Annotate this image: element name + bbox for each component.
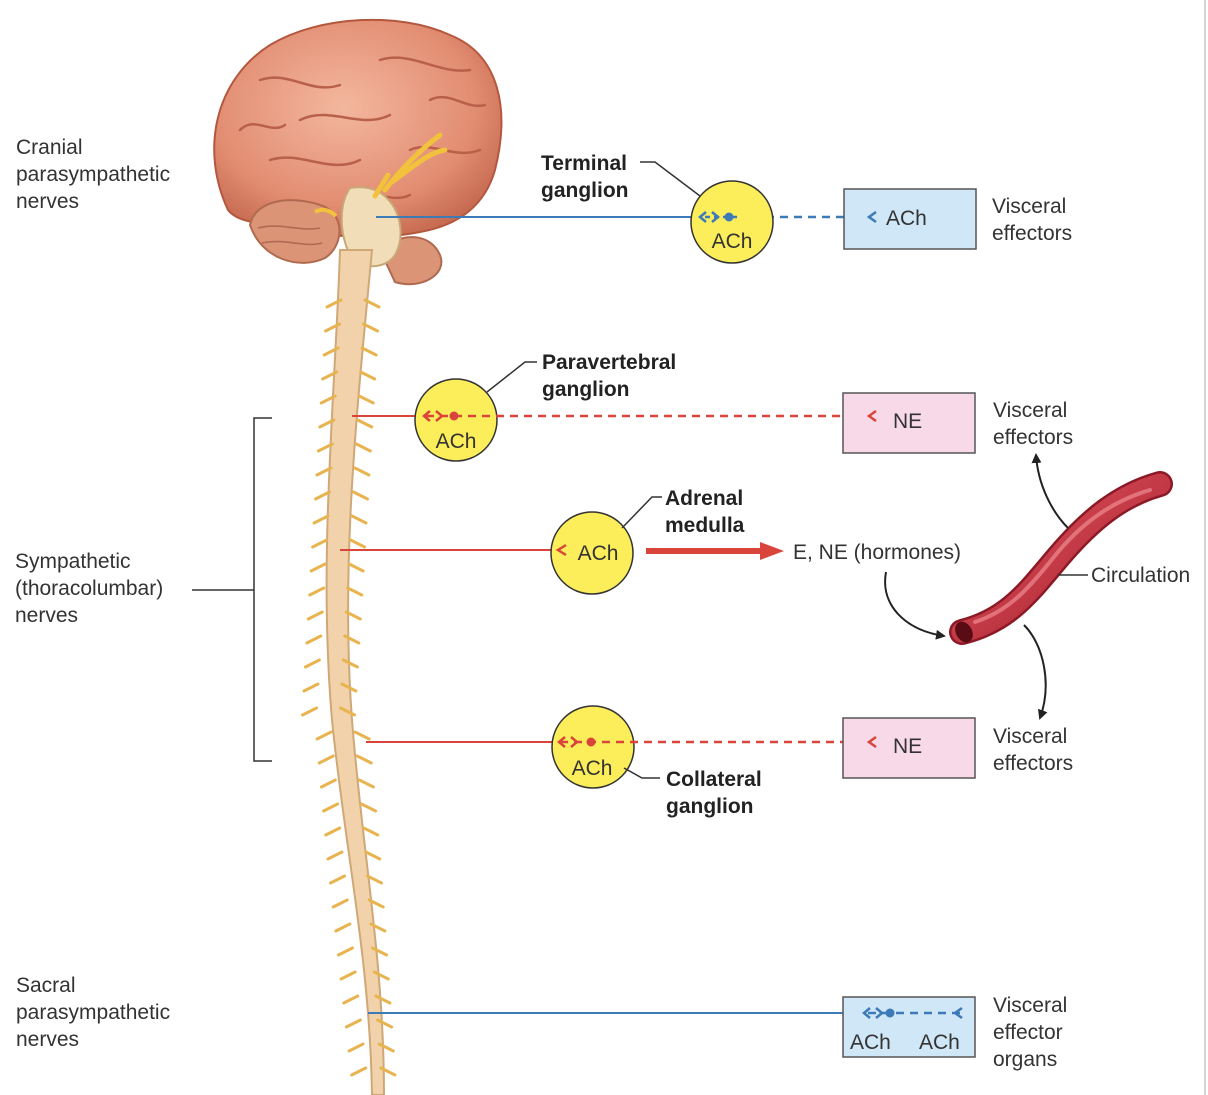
collateral-ganglion-label: Collateral ganglion	[666, 768, 762, 818]
spinal-nerve-root	[319, 778, 375, 789]
hormones-label: E, NE (hormones)	[793, 541, 962, 564]
collateral-ganglion-ach: ACh	[571, 757, 613, 780]
spinal-nerve-root	[318, 418, 374, 429]
right-edge-rule	[1204, 0, 1206, 1095]
sacral-preganglionic-ach: ACh	[850, 1031, 891, 1054]
spinal-nerve-root	[347, 1042, 395, 1053]
collateral-pathway	[366, 705, 976, 789]
blood-vessel	[949, 471, 1173, 645]
spinal-nerve-root	[329, 874, 384, 885]
adrenal-medulla-ach: ACh	[577, 542, 619, 565]
spinal-nerve-root	[334, 922, 387, 933]
visceral-effector-organs-label: Visceral effector organs	[993, 994, 1068, 1071]
adrenal-medulla-label: Adrenal medulla	[665, 487, 745, 537]
spinal-nerve-root	[344, 1018, 394, 1029]
cranial-pathway	[376, 161, 977, 264]
spinal-nerve-root	[317, 754, 373, 765]
spinal-nerve-root	[316, 442, 372, 453]
sacral-effector-box	[842, 996, 976, 1058]
adrenal-medulla-circle	[550, 511, 634, 595]
collateral-ganglion-circle	[551, 705, 635, 789]
spinal-nerve-root	[315, 466, 371, 477]
circulation-arrows	[884, 453, 1069, 720]
spinal-nerve-root	[339, 970, 390, 981]
spinal-nerve-root	[331, 898, 385, 909]
paravertebral-effector-box	[842, 392, 976, 454]
paravertebral-visceral-effectors-label: Visceral effectors	[993, 399, 1074, 449]
sacral-postganglionic-ach: ACh	[919, 1031, 960, 1054]
terminal-ganglion-label: Terminal ganglion	[541, 152, 629, 202]
collateral-effector-box	[842, 717, 976, 779]
spinal-nerve-root	[305, 634, 361, 645]
paravertebral-effector-ne: NE	[893, 410, 923, 433]
spinal-nerve-root	[326, 850, 382, 861]
paravertebral-pathway	[352, 361, 976, 462]
terminal-ganglion-circle	[690, 180, 774, 264]
spinal-nerve-root	[322, 802, 378, 813]
spinal-nerve-root	[325, 298, 381, 309]
cranial-effector-ach: ACh	[886, 207, 927, 230]
spinal-cord	[301, 249, 397, 1095]
spinal-nerve-root	[312, 514, 368, 525]
spinal-nerve-root	[322, 346, 378, 357]
spinal-nerve-root	[308, 586, 364, 597]
spinal-nerve-root	[309, 562, 365, 573]
spinal-nerve-root	[350, 1066, 397, 1077]
paravertebral-ganglion-ach: ACh	[435, 430, 477, 453]
terminal-ganglion-ach: ACh	[711, 230, 753, 253]
spinal-nerve-root	[336, 946, 389, 957]
spinal-nerve-root	[306, 610, 362, 621]
spinal-nerve-root	[302, 682, 358, 693]
spinal-nerve-root	[315, 730, 371, 741]
circulation-label: Circulation	[1091, 564, 1191, 587]
spinal-nerve-root	[324, 826, 380, 837]
spinal-nerve-root	[311, 538, 367, 549]
paravertebral-ganglion-label: Paravertebral ganglion	[542, 351, 677, 401]
spinal-nerve-root	[321, 370, 377, 381]
spinal-nerve-root	[303, 658, 359, 669]
spinal-nerve-root	[313, 490, 369, 501]
sacral-label: Sacral parasympathetic nerves	[16, 974, 171, 1051]
spinal-nerve-root	[319, 394, 375, 405]
spinal-nerve-root	[324, 322, 380, 333]
adrenal-pathway	[340, 496, 784, 595]
cranial-effector-box	[843, 188, 977, 250]
collateral-visceral-effectors-label: Visceral effectors	[993, 725, 1074, 775]
spinal-nerve-root	[301, 706, 357, 717]
brain	[213, 18, 503, 286]
sympathetic-bracket	[192, 417, 272, 762]
sacral-pathway	[368, 996, 976, 1058]
collateral-effector-ne: NE	[893, 735, 923, 758]
cranial-visceral-effectors-label: Visceral effectors	[992, 195, 1073, 245]
cranial-label: Cranial parasympathetic nerves	[16, 136, 171, 213]
spinal-nerve-root	[342, 994, 392, 1005]
sympathetic-label: Sympathetic (thoracolumbar) nerves	[15, 550, 164, 627]
